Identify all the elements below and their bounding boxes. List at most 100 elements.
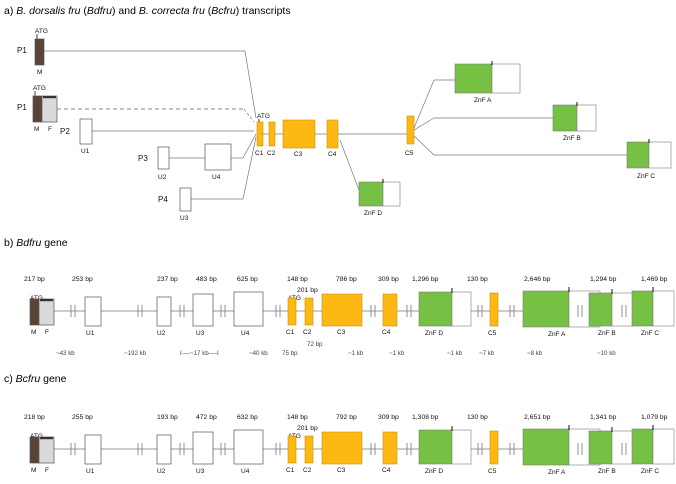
panel-a: P1 ATG M P1 ATG M F P2 U1 P3 U2 U4 P4 bbox=[17, 28, 672, 222]
exon-label-b-f: F bbox=[45, 329, 49, 336]
exon-label-c-u2: U2 bbox=[157, 468, 166, 475]
exon-label-u2: U2 bbox=[158, 174, 167, 181]
intron-break-b-3 bbox=[179, 305, 185, 317]
bp-label-c-10: 130 bp bbox=[467, 414, 488, 421]
intron-break-c-5 bbox=[275, 443, 281, 455]
exon-u3-a bbox=[179, 187, 192, 212]
intron-label-b-5: 72 bp bbox=[307, 341, 323, 348]
exon-label-u1: U1 bbox=[81, 148, 90, 155]
exon-b-u2 bbox=[156, 296, 172, 327]
intron-label-b-11: ~10 kb bbox=[597, 350, 616, 357]
bp-label-c-13: 1,079 bp bbox=[641, 414, 668, 421]
bp-label-c-0: 218 bp bbox=[24, 414, 45, 421]
intron-break-c-2 bbox=[137, 443, 143, 455]
intron-label-b-8: ~1 kb bbox=[447, 350, 463, 357]
exon-label-c4: C4 bbox=[328, 151, 337, 158]
bp-label-b-6: 201 bp bbox=[297, 287, 318, 294]
intron-break-b-7 bbox=[406, 305, 412, 317]
promoter-label-p3: P3 bbox=[138, 154, 148, 163]
exon-b-c2 bbox=[304, 297, 314, 326]
panel-b-title: b) Bdfru gene bbox=[4, 237, 68, 249]
sex-label-m: M bbox=[34, 126, 39, 133]
exon-p1-male bbox=[34, 38, 45, 66]
bp-label-b-12: 1,294 bp bbox=[590, 276, 617, 283]
intron-label-b-9: ~7 kb bbox=[479, 350, 495, 357]
exon-f-hatch bbox=[40, 299, 53, 302]
exon-c-u3 bbox=[192, 431, 214, 465]
bp-label-b-5: 148 bp bbox=[287, 276, 308, 283]
bp-label-b-0: 217 bp bbox=[24, 276, 45, 283]
exon-b-znfd-green bbox=[418, 291, 453, 327]
intron-label-b-3: ~40 kb bbox=[249, 350, 268, 357]
promoter-label-p4: P4 bbox=[158, 195, 168, 204]
atg-label-c: ATG bbox=[30, 433, 43, 440]
exon-label-u4: U4 bbox=[212, 174, 221, 181]
exon-znfa-white-a bbox=[491, 63, 521, 94]
atg-label-p1-male: ATG bbox=[35, 28, 48, 35]
exon-c-znfb-green bbox=[588, 430, 613, 465]
exon-label-c-c3: C3 bbox=[337, 467, 346, 474]
exon-c-c2 bbox=[304, 435, 314, 464]
exon-label-b-znf-c: ZnF C bbox=[641, 330, 659, 337]
exon-znfa-green-a bbox=[454, 63, 493, 94]
exon-label-znf-d: ZnF D bbox=[364, 210, 382, 217]
exon-u1-a bbox=[79, 118, 93, 145]
splice-line-p1-male bbox=[244, 50, 257, 119]
panel-c: 218 bp 255 bp 193 bp 472 bp 632 bp 148 b… bbox=[24, 414, 675, 476]
exon-b-u1 bbox=[84, 296, 102, 327]
exon-b-znfb-green bbox=[588, 292, 613, 327]
intron-break-b-10 bbox=[577, 305, 583, 317]
exon-c-znfd-white bbox=[451, 429, 472, 465]
exon-label-znf-b: ZnF B bbox=[563, 135, 581, 142]
intron-break-c-9 bbox=[509, 443, 515, 455]
exon-znfc-green-a bbox=[626, 141, 650, 169]
exon-label-b-u2: U2 bbox=[157, 330, 166, 337]
exon-label-c-znf-d: ZnF D bbox=[425, 468, 443, 475]
exon-c-znfb-white bbox=[611, 430, 634, 465]
exon-label-u3: U3 bbox=[180, 215, 189, 222]
exon-b-znfc-green bbox=[631, 290, 654, 327]
exon-c-u4 bbox=[233, 429, 264, 465]
intron-label-b-7: ~1 kb bbox=[389, 350, 405, 357]
exon-label-b-u3: U3 bbox=[196, 330, 205, 337]
exon-f-hatch bbox=[43, 96, 56, 99]
bp-label-c-1: 255 bp bbox=[72, 414, 93, 421]
exon-f-hatch bbox=[40, 437, 53, 440]
exon-znfd-white-a bbox=[382, 181, 401, 207]
intron-label-b-10: ~8 kb bbox=[527, 350, 543, 357]
exon-label-b-c3: C3 bbox=[337, 329, 346, 336]
bp-label-b-3: 483 bp bbox=[196, 276, 217, 283]
exon-label-znf-a: ZnF A bbox=[474, 97, 492, 104]
exon-label-b-znf-b: ZnF B bbox=[598, 330, 616, 337]
intron-label-b-0: ~43 kb bbox=[56, 350, 75, 357]
splice-line-p3 bbox=[242, 133, 257, 159]
exon-label-b-znf-a: ZnF A bbox=[548, 331, 566, 338]
exon-label-c3: C3 bbox=[294, 151, 303, 158]
promoter-label-p2: P2 bbox=[60, 127, 70, 136]
exon-label-c-znf-c: ZnF C bbox=[641, 468, 659, 475]
atg-label-p1-female: ATG bbox=[33, 85, 46, 92]
exon-label-c-u3: U3 bbox=[196, 468, 205, 475]
exon-znfb-green-a bbox=[552, 104, 578, 132]
exon-znfb-white-a bbox=[576, 104, 597, 132]
intron-label-b-2: I----~17 kb----I bbox=[180, 350, 219, 357]
intron-break-b-1 bbox=[70, 305, 76, 317]
intron-label-b-1: ~192 kb bbox=[124, 350, 147, 357]
intron-break-c-4 bbox=[220, 443, 226, 455]
bp-label-c-4: 632 bp bbox=[237, 414, 258, 421]
exon-b-znfd-white bbox=[451, 291, 472, 327]
exon-b-c1 bbox=[287, 297, 297, 326]
exon-label-c5: C5 bbox=[405, 150, 414, 157]
exon-label-c-znf-a: ZnF A bbox=[548, 469, 566, 476]
exon-label-c-c2: C2 bbox=[303, 467, 312, 474]
exon-label-b-u4: U4 bbox=[241, 330, 250, 337]
splice-line-znfa bbox=[413, 79, 435, 129]
exon-b-f bbox=[38, 298, 55, 326]
exon-label-c-u4: U4 bbox=[241, 468, 250, 475]
intron-label-b-6: ~1 kb bbox=[348, 350, 364, 357]
intron-break-c-7 bbox=[406, 443, 412, 455]
exon-znfc-white-a bbox=[648, 141, 672, 169]
panel-b: 217 bp 253 bp 237 bp 483 bp 625 bp 148 b… bbox=[24, 276, 675, 357]
panel-c-title: c) Bcfru gene bbox=[4, 373, 67, 385]
